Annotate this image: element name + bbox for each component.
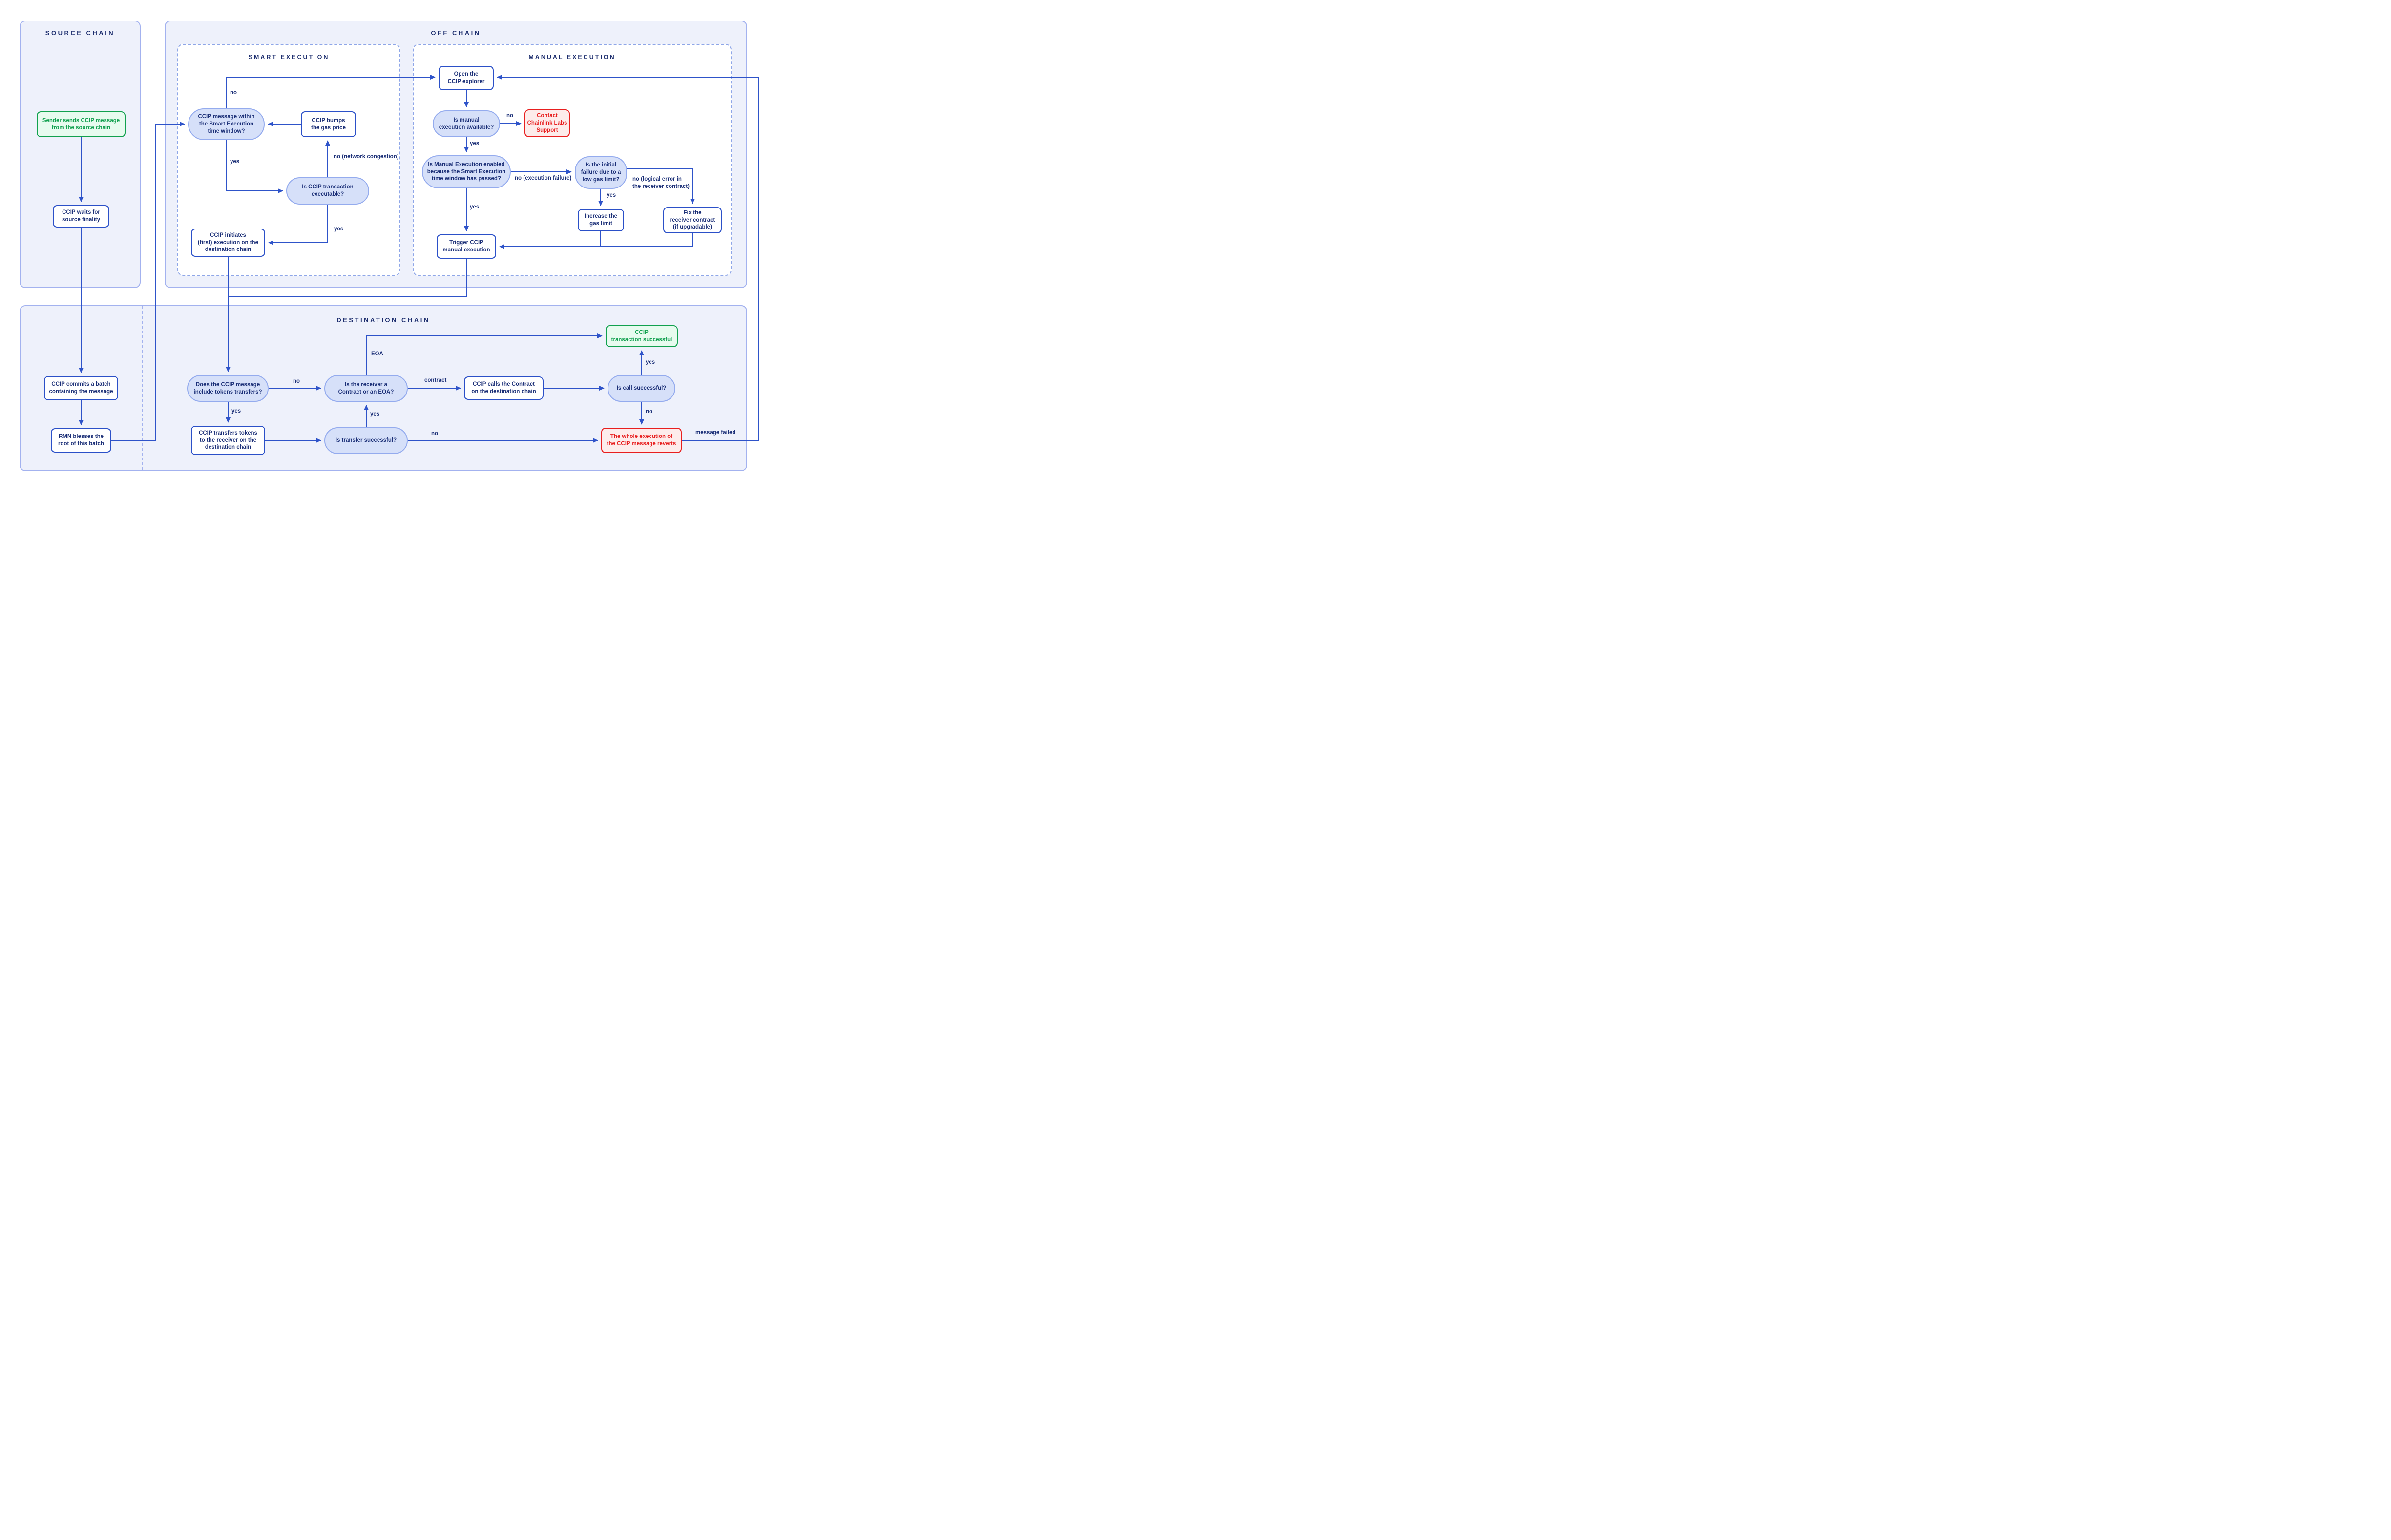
edge-label-contract: contract: [424, 377, 447, 383]
node-label: Is call successful?: [616, 385, 667, 392]
ccip-execution-flow-diagram: SOURCE CHAIN OFF CHAIN SMART EXECUTION M…: [0, 0, 766, 493]
destination-chain-title: DESTINATION CHAIN: [336, 316, 430, 324]
node-label: Open the CCIP explorer: [447, 71, 485, 84]
decision-call-successful: Is call successful?: [608, 375, 675, 402]
node-waits-source-finality: CCIP waits for source finality: [53, 205, 109, 228]
panel-source-chain: [20, 21, 141, 288]
edge-label-no-network-congestion: no (network congestion): [334, 154, 399, 160]
destination-panel-dashed-divider: [142, 306, 143, 470]
node-commits-batch: CCIP commits a batch containing the mess…: [44, 376, 118, 400]
edge-label-no: no: [506, 113, 514, 119]
off-chain-title: OFF CHAIN: [431, 29, 481, 37]
smart-execution-title: SMART EXECUTION: [248, 54, 330, 61]
edge-label-no: no: [431, 431, 439, 437]
node-transaction-successful: CCIP transaction successful: [606, 325, 678, 347]
node-transfers-tokens: CCIP transfers tokens to the receiver on…: [191, 426, 265, 455]
edge-label-no-execution-failure: no (execution failure): [515, 175, 572, 181]
node-label: CCIP transfers tokens to the receiver on…: [199, 430, 257, 451]
edge-label-no-logical-error: no (logical error in the receiver contra…: [632, 176, 690, 189]
node-label: Increase the gas limit: [584, 213, 618, 227]
decision-within-smart-execution-window: CCIP message within the Smart Execution …: [188, 108, 265, 140]
decision-manual-execution-available: Is manual execution available?: [433, 110, 500, 137]
node-trigger-manual-execution: Trigger CCIP manual execution: [437, 234, 496, 259]
node-label: Is transfer successful?: [335, 437, 397, 444]
node-label: Is manual execution available?: [439, 117, 494, 130]
node-bumps-gas-price: CCIP bumps the gas price: [301, 111, 356, 137]
node-label: CCIP transaction successful: [611, 329, 672, 343]
node-label: The whole execution of the CCIP message …: [607, 434, 676, 447]
node-label: CCIP calls the Contract on the destinati…: [471, 381, 536, 395]
manual-execution-title: MANUAL EXECUTION: [528, 54, 616, 61]
node-contact-chainlink-labs-support: Contact Chainlink Labs Support: [524, 109, 570, 137]
node-label: Does the CCIP message include tokens tra…: [193, 381, 262, 395]
node-label: Is CCIP transaction executable?: [302, 184, 354, 197]
node-label: Fix the receiver contract (if upgradable…: [670, 209, 715, 230]
edge-trigger-to-destination-join: [228, 259, 467, 297]
decision-includes-token-transfers: Does the CCIP message include tokens tra…: [187, 375, 269, 402]
edge-label-message-failed: message failed: [695, 430, 736, 436]
node-label: Is the receiver a Contract or an EOA?: [338, 381, 394, 395]
connector-layer: [79, 75, 759, 443]
edge-label-yes: yes: [230, 159, 240, 165]
edge-receiver-eoa-to-success: [366, 333, 603, 375]
node-label: Is Manual Execution enabled because the …: [427, 161, 506, 182]
node-label: Sender sends CCIP message from the sourc…: [42, 117, 120, 131]
edge-label-no: no: [646, 409, 653, 415]
edge-label-eoa: EOA: [371, 351, 383, 357]
edge-label-yes: yes: [470, 204, 480, 210]
node-fix-receiver-contract: Fix the receiver contract (if upgradable…: [663, 207, 722, 233]
node-label: CCIP message within the Smart Execution …: [198, 114, 255, 134]
edge-label-no: no: [293, 378, 300, 384]
edge-label-yes: yes: [646, 359, 655, 365]
edge-rmn-to-within: [111, 122, 185, 441]
node-initiates-first-execution: CCIP initiates (first) execution on the …: [191, 229, 265, 257]
node-label: RMN blesses the root of this batch: [58, 434, 104, 447]
node-sender-sends-message: Sender sends CCIP message from the sourc…: [37, 111, 126, 137]
edge-executable-yes-to-initiates: [268, 205, 328, 245]
node-whole-execution-reverts: The whole execution of the CCIP message …: [601, 428, 682, 453]
edge-label-yes: yes: [470, 141, 480, 146]
node-label: Is the initial failure due to a low gas …: [581, 162, 621, 183]
node-label: CCIP bumps the gas price: [311, 117, 346, 131]
node-label: CCIP initiates (first) execution on the …: [198, 232, 258, 253]
edge-label-yes: yes: [231, 408, 241, 414]
decision-receiver-contract-or-eoa: Is the receiver a Contract or an EOA?: [324, 375, 408, 402]
node-calls-contract-destination: CCIP calls the Contract on the destinati…: [464, 376, 544, 400]
node-open-ccip-explorer: Open the CCIP explorer: [439, 66, 494, 90]
edge-within-yes-to-executable: [226, 140, 283, 193]
edge-label-yes: yes: [370, 411, 380, 417]
edge-label-yes: yes: [334, 226, 344, 232]
node-label: Trigger CCIP manual execution: [442, 240, 490, 253]
node-label: CCIP waits for source finality: [62, 209, 100, 223]
node-label: Contact Chainlink Labs Support: [527, 113, 567, 133]
decision-failure-low-gas-limit: Is the initial failure due to a low gas …: [575, 156, 627, 189]
node-increase-gas-limit: Increase the gas limit: [578, 209, 624, 231]
edge-label-yes: yes: [607, 192, 616, 198]
edge-label-no: no: [230, 90, 237, 96]
edge-fix-to-trigger: [499, 233, 693, 249]
decision-manual-execution-enabled: Is Manual Execution enabled because the …: [422, 155, 511, 188]
edge-within-no-to-explorer: [226, 75, 436, 108]
source-chain-title: SOURCE CHAIN: [45, 29, 115, 37]
edge-lowgas-no-to-fix: [627, 168, 695, 204]
node-rmn-blesses-root: RMN blesses the root of this batch: [51, 428, 111, 453]
decision-transfer-successful: Is transfer successful?: [324, 427, 408, 454]
node-label: CCIP commits a batch containing the mess…: [49, 381, 113, 395]
edge-reverts-messagefailed-to-explorer: [497, 75, 759, 441]
decision-transaction-executable: Is CCIP transaction executable?: [286, 177, 369, 205]
